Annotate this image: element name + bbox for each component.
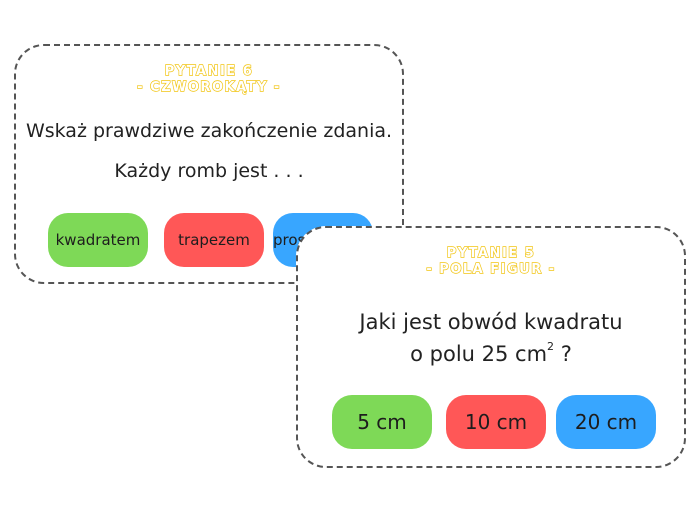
question-text-continuation: o polu 25 cm2 ? bbox=[298, 340, 684, 366]
answer-button-kwadratem[interactable]: kwadratem bbox=[48, 213, 148, 267]
superscript-exponent: 2 bbox=[547, 340, 555, 353]
card-heading-subtitle: - CZWOROKĄTY - bbox=[136, 79, 281, 95]
answer-button-20cm[interactable]: 20 cm bbox=[556, 395, 656, 449]
answer-label: 10 cm bbox=[464, 410, 528, 434]
answer-label: kwadratem bbox=[55, 231, 141, 249]
answer-button-5cm[interactable]: 5 cm bbox=[332, 395, 432, 449]
answer-label: trapezem bbox=[178, 231, 250, 249]
card-heading-title: PYTANIE 5 bbox=[446, 245, 536, 261]
card-heading-subtitle: - POLA FIGUR - bbox=[426, 261, 556, 277]
answer-label: 20 cm bbox=[574, 410, 638, 434]
question-text: Wskaż prawdziwe zakończenie zdania. bbox=[25, 120, 393, 142]
question-card-5: PYTANIE 5 - POLA FIGUR - Jaki jest obwód… bbox=[296, 226, 686, 468]
answer-label: 5 cm bbox=[357, 410, 407, 434]
question-text-prefix: o polu 25 cm bbox=[410, 342, 548, 366]
question-mark: ? bbox=[554, 342, 572, 366]
card-heading-title: PYTANIE 6 bbox=[164, 63, 254, 79]
answer-button-10cm[interactable]: 10 cm bbox=[446, 395, 546, 449]
question-text: Jaki jest obwód kwadratu bbox=[359, 310, 623, 334]
question-text-continuation: Każdy romb jest . . . bbox=[114, 160, 304, 182]
answer-button-trapezem[interactable]: trapezem bbox=[164, 213, 264, 267]
